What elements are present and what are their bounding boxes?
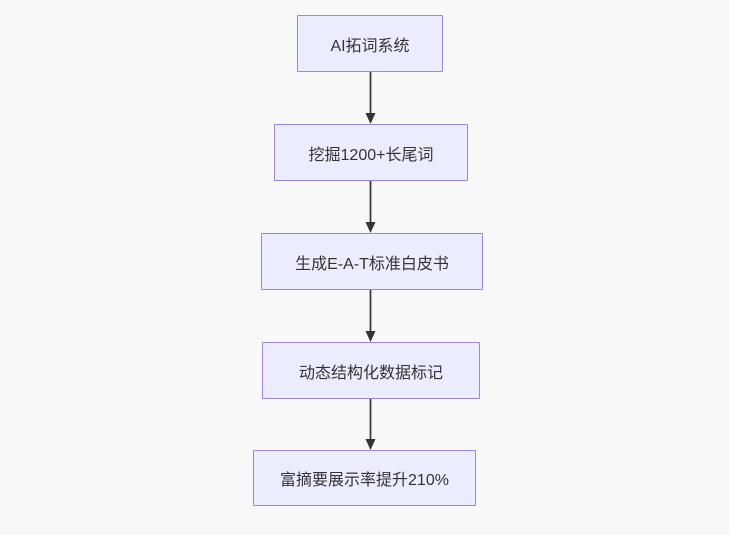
- flow-node-ai-word-system: AI拓词系统: [297, 15, 443, 72]
- flow-node-label: 挖掘1200+长尾词: [308, 146, 434, 164]
- arrow-down-icon: [365, 399, 376, 450]
- flow-node-label: AI拓词系统: [330, 37, 410, 55]
- flow-node-rich-snippet-result: 富摘要展示率提升210%: [253, 450, 476, 506]
- arrow-down-icon: [365, 181, 376, 233]
- arrow-down-icon: [365, 290, 376, 342]
- flow-node-label: 生成E-A-T标准白皮书: [295, 255, 449, 273]
- flow-node-longtail-keywords: 挖掘1200+长尾词: [274, 124, 468, 181]
- arrow-down-icon: [365, 72, 376, 124]
- flow-node-structured-data-markup: 动态结构化数据标记: [262, 342, 480, 399]
- flow-node-label: 动态结构化数据标记: [298, 364, 443, 382]
- flow-node-eat-whitepaper: 生成E-A-T标准白皮书: [261, 233, 483, 290]
- flow-node-label: 富摘要展示率提升210%: [280, 472, 449, 489]
